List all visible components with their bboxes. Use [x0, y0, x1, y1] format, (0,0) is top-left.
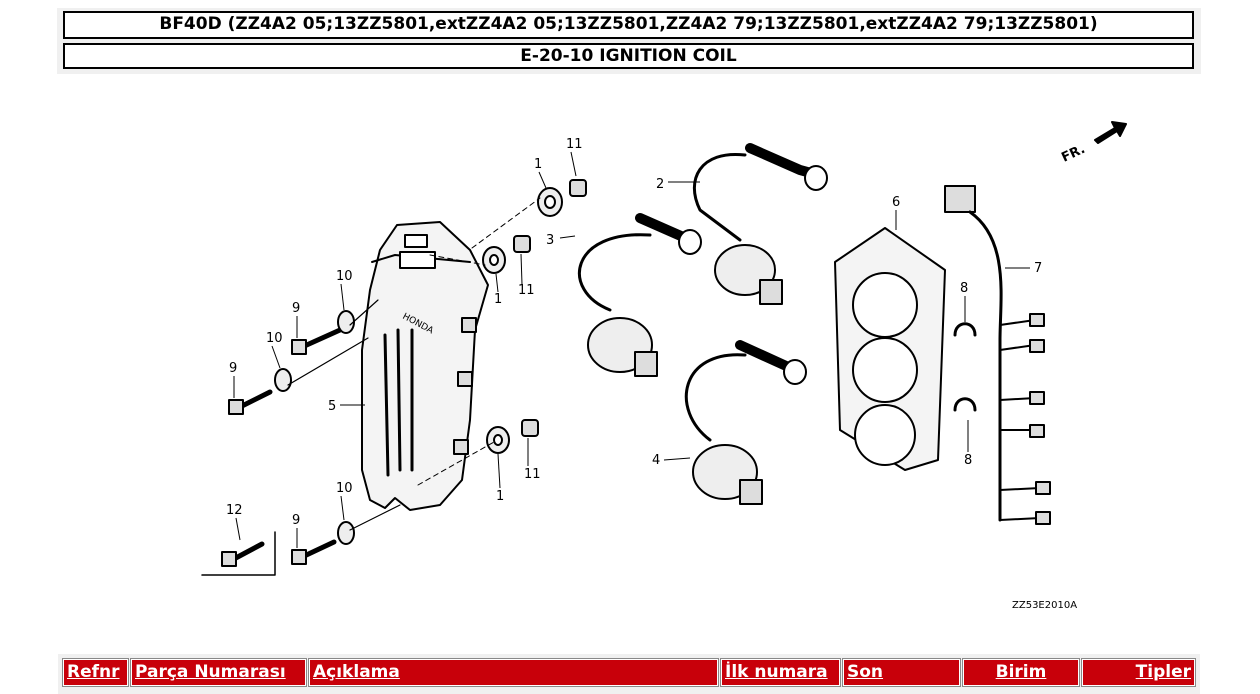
column-first-number[interactable]: İlk numara: [720, 658, 841, 687]
callout-3: 3: [546, 233, 554, 248]
callout-1b: 1: [494, 292, 502, 307]
callout-10b: 10: [266, 331, 283, 346]
column-refnr[interactable]: Refnr: [62, 658, 129, 687]
ignition-coil-4: [685, 340, 807, 505]
front-arrow-icon: [1094, 121, 1127, 144]
callout-9b: 9: [229, 361, 237, 376]
callout-1c: 1: [496, 489, 504, 504]
bolt-lower: [291, 539, 337, 565]
bolt-12: [201, 531, 276, 576]
callout-2: 2: [656, 177, 664, 192]
bolt-mid: [228, 389, 273, 415]
callout-8a: 8: [960, 281, 968, 296]
callout-11a: 11: [566, 137, 583, 152]
bolt-upper: [291, 327, 343, 355]
collar-top: [569, 179, 587, 197]
section-title: E-20-10 IGNITION COIL: [63, 43, 1194, 69]
coil-bracket: [834, 227, 946, 471]
callout-8b: 8: [964, 453, 972, 468]
callout-5: 5: [328, 399, 336, 414]
callout-9c: 9: [292, 513, 300, 528]
wire-harness: [944, 185, 1051, 525]
callout-11b: 11: [518, 283, 535, 298]
collar-mid: [513, 235, 531, 253]
column-unit[interactable]: Birim: [962, 658, 1080, 687]
callout-12: 12: [226, 503, 243, 518]
column-part-number[interactable]: Parça Numarası: [130, 658, 307, 687]
figure-code: ZZ53E2010A: [1012, 600, 1077, 611]
callout-9a: 9: [292, 301, 300, 316]
collar-bottom: [521, 419, 539, 437]
coil-cover: [361, 221, 489, 511]
callout-6: 6: [892, 195, 900, 210]
callout-10a: 10: [336, 269, 353, 284]
washer-mid: [274, 368, 292, 392]
column-description[interactable]: Açıklama: [308, 658, 719, 687]
washer-lower: [337, 521, 355, 545]
model-title: BF40D (ZZ4A2 05;13ZZ5801,extZZ4A2 05;13Z…: [63, 11, 1194, 39]
ignition-coil-3: [578, 213, 702, 377]
callout-7: 7: [1034, 261, 1042, 276]
ignition-coil-diagram[interactable]: HONDA: [0, 78, 1260, 648]
column-types[interactable]: Tipler: [1081, 658, 1196, 687]
callout-11c: 11: [524, 467, 541, 482]
clip-upper: [953, 322, 977, 337]
ignition-coil-2: [692, 143, 828, 305]
clip-lower: [953, 397, 977, 412]
column-last[interactable]: Son: [842, 658, 961, 687]
callout-1a: 1: [534, 157, 542, 172]
direction-label: FR.: [1059, 142, 1087, 166]
washer-upper: [337, 310, 355, 334]
callout-10c: 10: [336, 481, 353, 496]
callout-4: 4: [652, 453, 660, 468]
